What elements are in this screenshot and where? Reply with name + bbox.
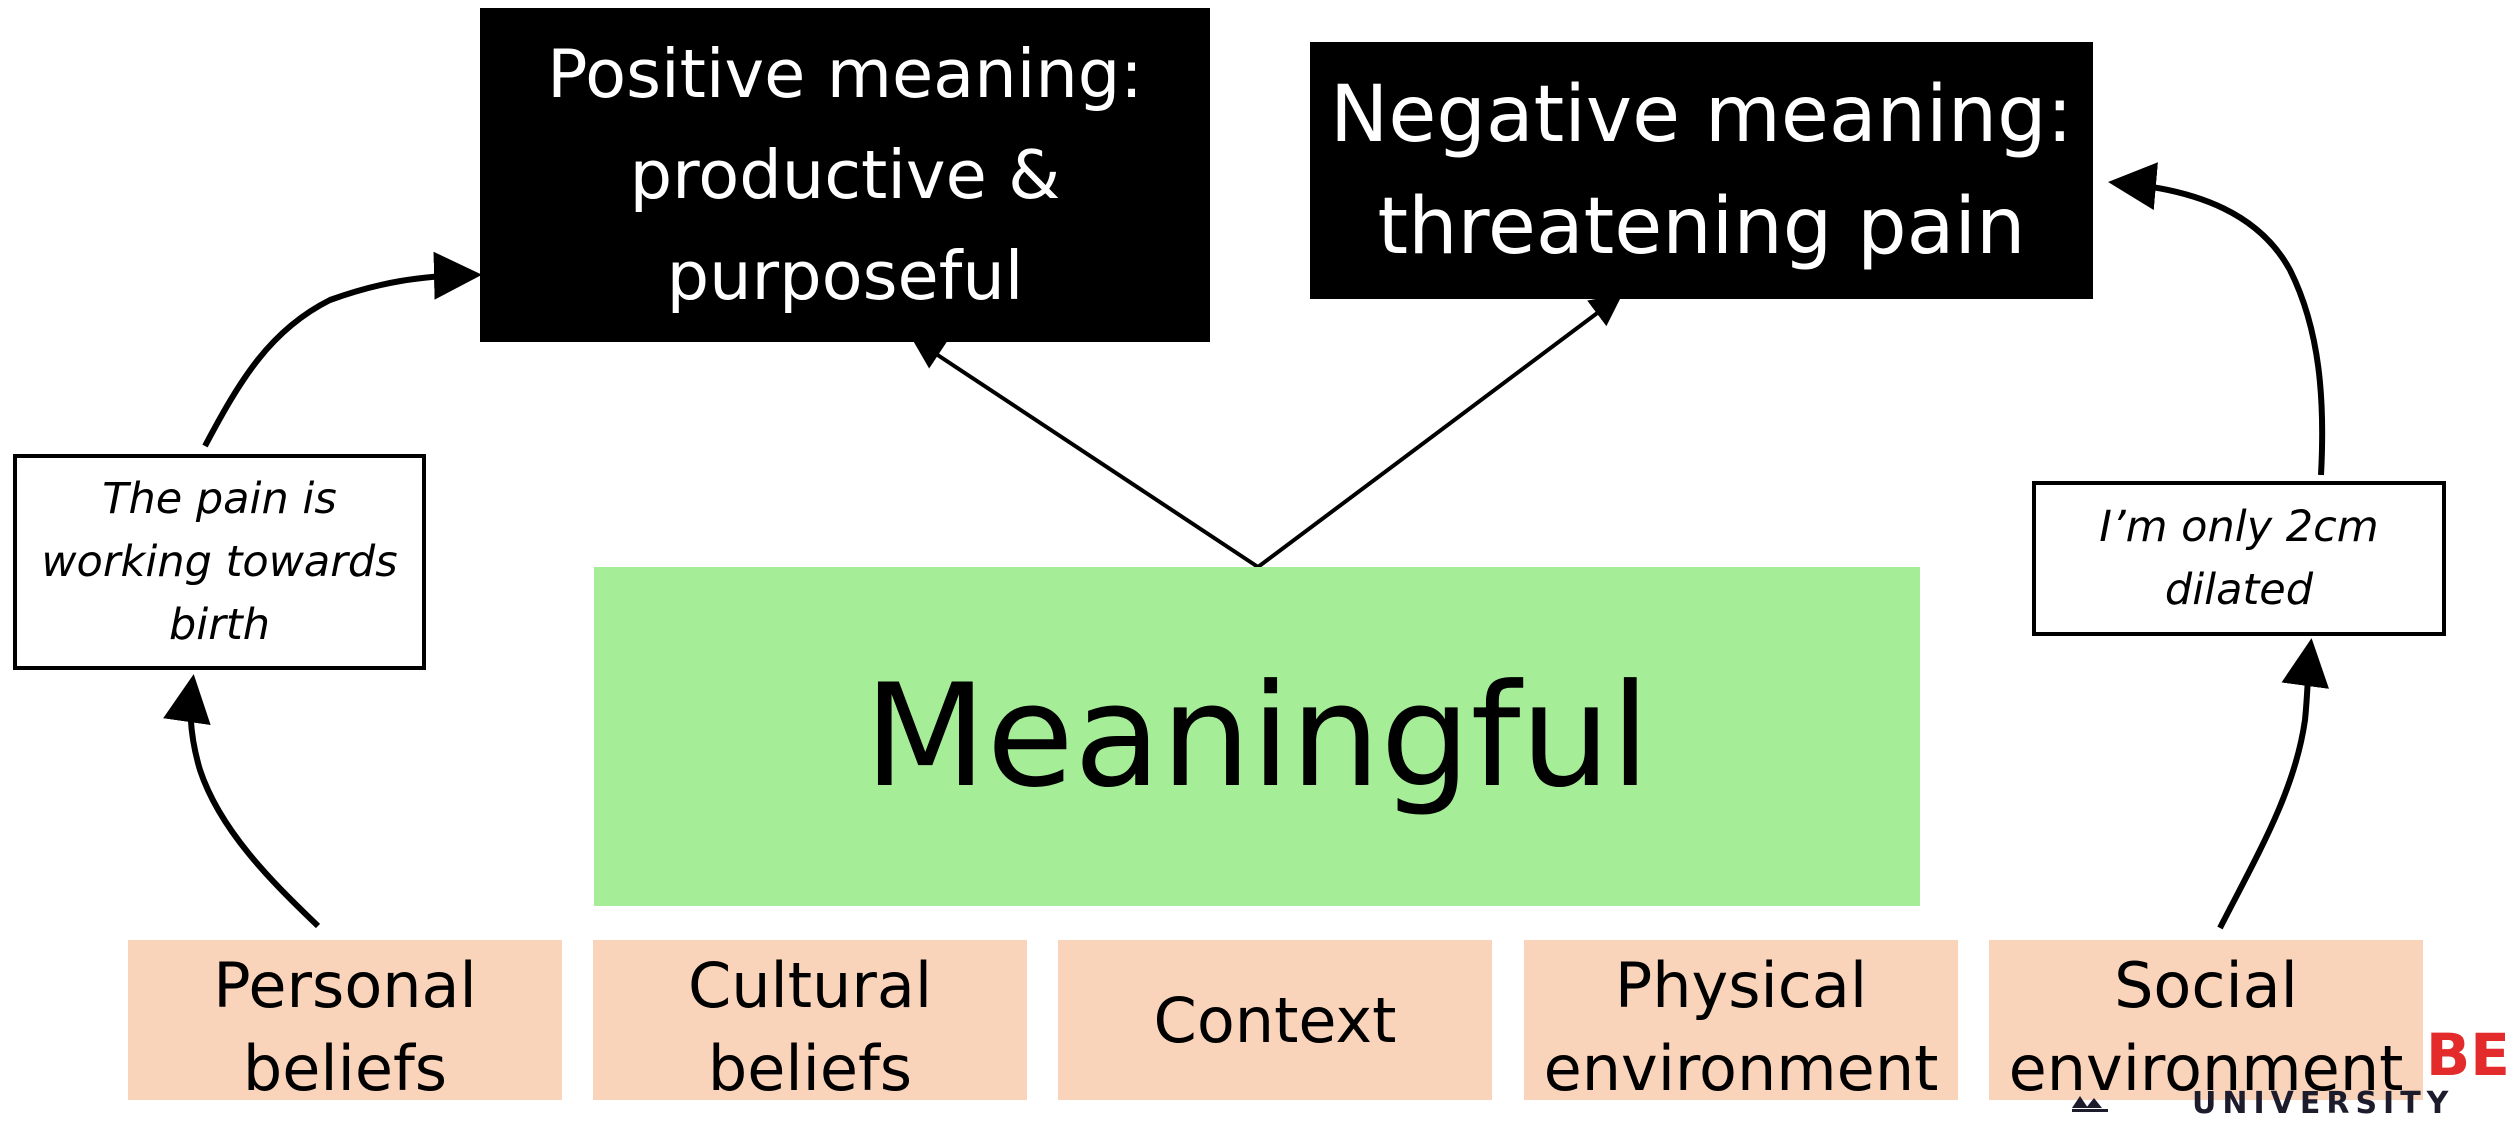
arrow-meaningful-to-negative bbox=[1256, 294, 1623, 569]
arrow-left-note-to-positive bbox=[202, 251, 482, 448]
meaningful-box: Meaningful bbox=[594, 567, 1920, 906]
arrow-social-to-right-note bbox=[2217, 638, 2330, 930]
negative-meaning-box: Negative meaning: threatening pain bbox=[1310, 42, 2093, 299]
university-emblem-icon bbox=[2072, 1096, 2108, 1112]
right-note-box: I’m only 2cm dilated bbox=[2032, 481, 2446, 636]
factor-physical-environment: Physical environment bbox=[1524, 940, 1958, 1105]
arrow-meaningful-to-positive bbox=[911, 337, 1260, 569]
left-note-box: The pain is working towards birth bbox=[13, 454, 426, 670]
university-logo-text: UNIVERSITY bbox=[2192, 1086, 2455, 1121]
arrow-right-note-to-negative bbox=[2108, 162, 2326, 476]
arrow-personal-to-left-note bbox=[163, 674, 321, 929]
university-logo-mark: BE bbox=[2426, 1021, 2510, 1089]
factor-personal-beliefs: Personal beliefs bbox=[128, 940, 562, 1105]
positive-meaning-box: Positive meaning: productive & purposefu… bbox=[480, 8, 1210, 342]
factor-social-environment: Social environment bbox=[1989, 940, 2423, 1105]
factor-cultural-beliefs: Cultural beliefs bbox=[593, 940, 1027, 1105]
factor-context: Context bbox=[1058, 940, 1492, 1100]
